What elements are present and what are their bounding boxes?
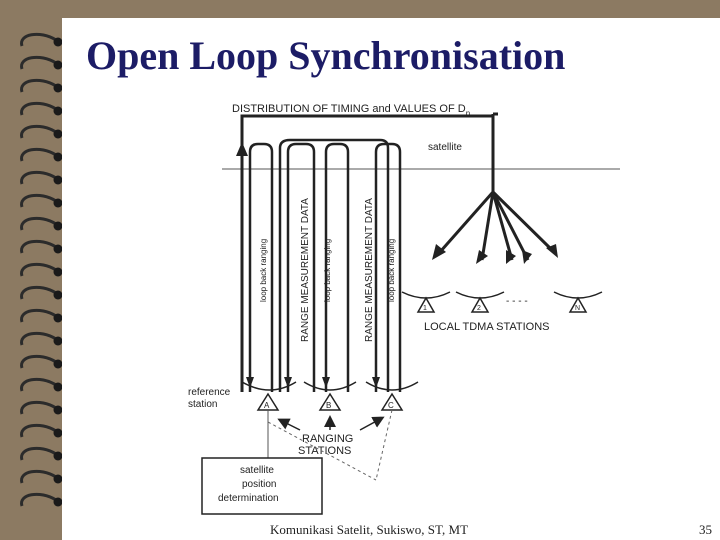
binding-hole bbox=[53, 244, 63, 254]
binding-ring bbox=[20, 170, 57, 185]
binding-hole bbox=[53, 60, 63, 70]
local-station-1: 1 bbox=[401, 291, 451, 313]
binding-ring bbox=[20, 400, 57, 415]
binding-ring bbox=[20, 239, 57, 254]
reference-station-label-1: reference bbox=[188, 387, 231, 398]
binding-ring bbox=[20, 147, 57, 162]
range-measurement-label-2: RANGE MEASUREMENT DATA bbox=[364, 198, 375, 342]
ranging-stations-label-1: RANGING bbox=[302, 433, 353, 445]
box-line-1: satellite bbox=[240, 465, 274, 476]
loop-back-label-3: loop back ranging bbox=[387, 239, 396, 302]
station-ellipsis: - - - - bbox=[506, 296, 528, 307]
binding-hole bbox=[53, 198, 63, 208]
binding-ring bbox=[20, 101, 57, 116]
svg-text:B: B bbox=[326, 401, 331, 410]
binding-hole bbox=[53, 313, 63, 323]
local-station-2: 2 bbox=[455, 291, 505, 313]
binding-ring bbox=[20, 354, 57, 369]
slide-number: 35 bbox=[699, 522, 712, 537]
binding-ring bbox=[20, 124, 57, 139]
binding-ring bbox=[20, 262, 57, 277]
loop-c-arrow bbox=[372, 377, 380, 388]
loop-c-path bbox=[374, 142, 402, 392]
binding-hole bbox=[53, 428, 63, 438]
range-arrow-1 bbox=[284, 377, 292, 388]
binding-hole bbox=[53, 382, 63, 392]
binding-hole bbox=[53, 37, 63, 47]
local-stations-label: LOCAL TDMA STATIONS bbox=[424, 321, 550, 333]
spiral-binding bbox=[20, 32, 63, 507]
loop-back-label-2: loop back ranging bbox=[323, 239, 332, 302]
binding-ring bbox=[20, 55, 57, 70]
box-line-3: determination bbox=[218, 493, 279, 504]
binding-hole bbox=[53, 221, 63, 231]
svg-text:N: N bbox=[575, 305, 580, 312]
binding-ring bbox=[20, 308, 57, 323]
local-station-n: N bbox=[553, 291, 603, 313]
box-line-2: position bbox=[242, 479, 276, 490]
distribution-arrowhead-up bbox=[236, 142, 248, 156]
binding-hole bbox=[53, 474, 63, 484]
binding-hole bbox=[53, 267, 63, 277]
svg-text:A: A bbox=[264, 401, 270, 410]
loop-b-path bbox=[324, 142, 350, 392]
binding-ring bbox=[20, 32, 57, 47]
position-box bbox=[201, 457, 323, 515]
loop-a-arrow bbox=[246, 377, 254, 388]
binding-hole bbox=[53, 83, 63, 93]
binding-hole bbox=[53, 106, 63, 116]
broadcast-fan bbox=[438, 190, 554, 261]
station-c: C bbox=[365, 381, 419, 411]
satellite-label: satellite bbox=[428, 142, 462, 153]
binding-hole bbox=[53, 129, 63, 139]
station-b: B bbox=[303, 381, 357, 411]
ranging-stations-label-2: STATIONS bbox=[298, 445, 351, 457]
binding-ring bbox=[20, 446, 57, 461]
loop-a-path bbox=[248, 142, 274, 392]
binding-ring bbox=[20, 78, 57, 93]
binding-hole bbox=[53, 359, 63, 369]
binding-ring bbox=[20, 331, 57, 346]
binding-ring bbox=[20, 285, 57, 300]
binding-hole bbox=[53, 497, 63, 507]
svg-text:C: C bbox=[388, 401, 394, 410]
loop-back-label-1: loop back ranging bbox=[259, 239, 268, 302]
binding-hole bbox=[53, 290, 63, 300]
binding-hole bbox=[53, 175, 63, 185]
binding-ring bbox=[20, 216, 57, 231]
broadcast-arrowheads bbox=[432, 244, 558, 264]
svg-text:1: 1 bbox=[423, 305, 427, 312]
binding-hole bbox=[53, 336, 63, 346]
slide-footer: Komunikasi Satelit, Sukiswo, ST, MT bbox=[270, 522, 469, 537]
ranging-pointer-a bbox=[277, 418, 301, 431]
svg-text:2: 2 bbox=[477, 305, 481, 312]
binding-hole bbox=[53, 405, 63, 415]
station-a: A bbox=[241, 381, 297, 411]
binding-ring bbox=[20, 377, 57, 392]
slide-page bbox=[62, 18, 720, 540]
slide-title: Open Loop Synchronisation bbox=[86, 33, 566, 78]
synchronisation-diagram: DISTRIBUTION OF TIMING and VALUES OF Dn … bbox=[188, 103, 620, 515]
binding-ring bbox=[20, 492, 57, 507]
binding-ring bbox=[20, 193, 57, 208]
binding-hole bbox=[53, 451, 63, 461]
range-path-1 bbox=[286, 142, 316, 392]
binding-hole bbox=[53, 152, 63, 162]
distribution-path bbox=[240, 112, 498, 392]
reference-station-label-2: station bbox=[188, 399, 217, 410]
binding-ring bbox=[20, 469, 57, 484]
distribution-label: DISTRIBUTION OF TIMING and VALUES OF Dn bbox=[232, 103, 470, 118]
loop-b-arrow bbox=[322, 377, 330, 388]
range-measurement-label-1: RANGE MEASUREMENT DATA bbox=[300, 198, 311, 342]
ranging-pointer-c bbox=[359, 416, 385, 431]
dashed-link-abc bbox=[267, 409, 393, 481]
binding-ring bbox=[20, 423, 57, 438]
